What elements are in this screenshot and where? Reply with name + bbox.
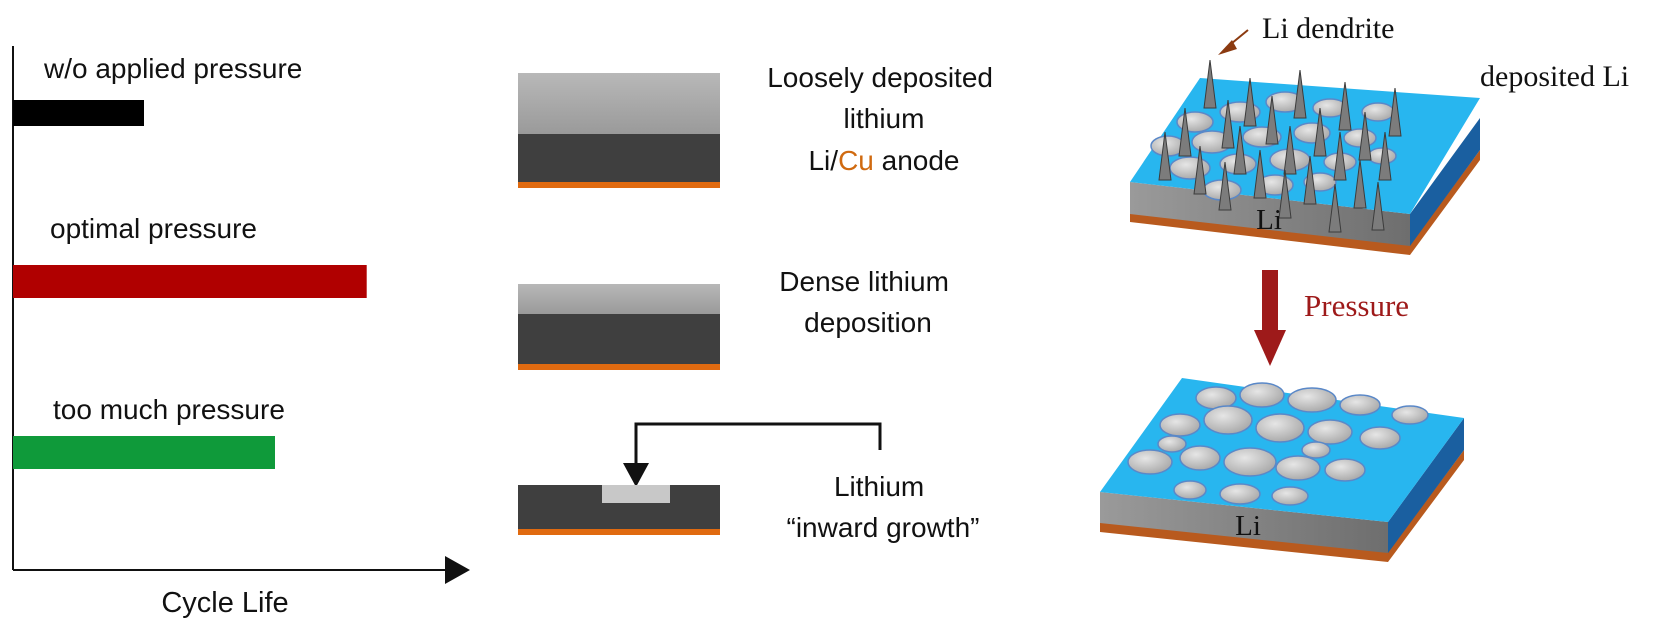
li-deposit-blob: [1391, 405, 1429, 425]
bar-1: [13, 100, 144, 126]
pressure-arrow-head: [1254, 330, 1286, 366]
li-dendrite-spike: [1243, 77, 1257, 127]
inward-growth-label: Lithium “inward growth”: [787, 471, 980, 543]
li-deposit-blob: [1359, 426, 1401, 450]
li-anode-layer: [518, 314, 720, 364]
li-label-bottom: Li: [1235, 510, 1261, 542]
li-dendrite-spike: [1178, 107, 1192, 157]
li-dendrite-spike: [1313, 107, 1327, 157]
li-dendrite-spike: [1388, 87, 1402, 137]
li-deposit-blob: [1179, 445, 1221, 471]
li-deposit-blob: [1343, 128, 1377, 148]
cycle-life-chart: w/o applied pressure optimal pressure too …: [12, 46, 470, 619]
li-dendrite-spike: [1283, 125, 1297, 175]
bar-labels-group: w/o applied pressure optimal pressure too …: [43, 53, 302, 425]
li-dendrite-spike: [1278, 169, 1292, 219]
li-dendrite-spike: [1358, 111, 1372, 161]
li-dendrite-spike: [1303, 155, 1317, 205]
dendrite-pointer-arrowhead: [1218, 40, 1237, 55]
li-dendrite-spike: [1333, 131, 1347, 181]
li-dendrite-spike: [1233, 125, 1247, 175]
cu-current-collector: [518, 182, 720, 188]
li-deposit-blob: [1301, 441, 1331, 459]
li-cu-anode-label: Li/Cu anode: [808, 145, 959, 176]
li-dendrite-spike: [1221, 99, 1235, 149]
li-deposit-blob: [1255, 413, 1305, 443]
dense-deposit-label: Dense lithium deposition: [779, 266, 956, 338]
bar-3: [13, 436, 275, 469]
bar-label-1: w/o applied pressure: [43, 53, 302, 84]
dendrite-slab: [1130, 59, 1480, 255]
li-dendrite-spike: [1293, 69, 1307, 119]
pressure-arrow-shaft: [1262, 270, 1278, 332]
dense-slab: [1100, 378, 1464, 562]
li-dendrite-spike: [1353, 159, 1367, 209]
li-dendrite-spikes: [1158, 59, 1402, 233]
slab-copper-base: [1130, 150, 1480, 255]
li-deposit-blob: [1127, 449, 1173, 475]
slab-copper-base: [1100, 450, 1464, 562]
li-dendrite-spike: [1203, 59, 1217, 109]
li-deposit-blob: [1223, 447, 1277, 477]
li-deposit-blob: [1157, 435, 1187, 453]
inward-growth-arrowhead: [623, 463, 649, 487]
li-dendrite-spike: [1218, 161, 1232, 211]
li-dendrite-spike: [1338, 81, 1352, 131]
li-dendrite-spike: [1371, 181, 1385, 231]
slab-front-face: [1100, 492, 1388, 553]
li-deposit-blob: [1173, 480, 1207, 500]
dense-li-blobs: [1127, 382, 1429, 506]
li-anode-layer: [518, 134, 720, 182]
slab-side-face: [1388, 418, 1464, 553]
cu-current-collector: [518, 529, 720, 535]
li-deposit-blob: [1307, 419, 1353, 445]
li-deposit-blob: [1339, 394, 1381, 416]
x-axis-label: Cycle Life: [161, 587, 288, 619]
bar-2: [13, 265, 367, 298]
li-deposit-blob: [1159, 413, 1201, 437]
li-dendrite-spike: [1158, 131, 1172, 181]
pressure-label: Pressure: [1304, 288, 1409, 323]
bar-label-2: optimal pressure: [50, 213, 257, 244]
bars-group: [13, 100, 367, 469]
li-deposit-blob: [1287, 387, 1337, 413]
loose-deposit-schematic: [518, 73, 720, 188]
inward-growth-schematic: [518, 422, 882, 535]
li-dendrite-label: Li dendrite: [1262, 12, 1394, 45]
li-dendrite-spike: [1265, 95, 1279, 145]
li-dendrite-spike: [1193, 145, 1207, 195]
li-deposit-blob: [1203, 405, 1253, 435]
loose-lithium-layer: [518, 73, 720, 134]
li-deposit-blob: [1361, 102, 1395, 122]
li-label-top: Li: [1256, 204, 1282, 236]
deposited-li-label: deposited Li: [1480, 60, 1629, 93]
li-deposit-blob: [1239, 382, 1285, 408]
inward-growth-connector: [634, 422, 882, 465]
dense-deposit-schematic: [518, 284, 720, 370]
li-deposit-blob: [1324, 458, 1366, 482]
slab-side-face: [1410, 118, 1480, 246]
li-deposit-blob: [1293, 122, 1331, 144]
li-dendrite-spike: [1253, 149, 1267, 199]
x-axis-arrowhead: [445, 556, 470, 584]
cu-current-collector: [518, 364, 720, 370]
inward-lithium-pocket: [602, 485, 670, 503]
loose-deposit-label: Loosely deposited lithium: [767, 62, 1001, 134]
li-deposit-blob: [1219, 483, 1261, 505]
li-dendrite-spike: [1328, 183, 1342, 233]
bar-label-3: too much pressure: [53, 394, 285, 425]
li-deposit-blob: [1271, 486, 1309, 506]
dense-lithium-layer: [518, 284, 720, 314]
li-dendrite-spike: [1378, 131, 1392, 181]
li-deposit-blob: [1275, 455, 1321, 481]
